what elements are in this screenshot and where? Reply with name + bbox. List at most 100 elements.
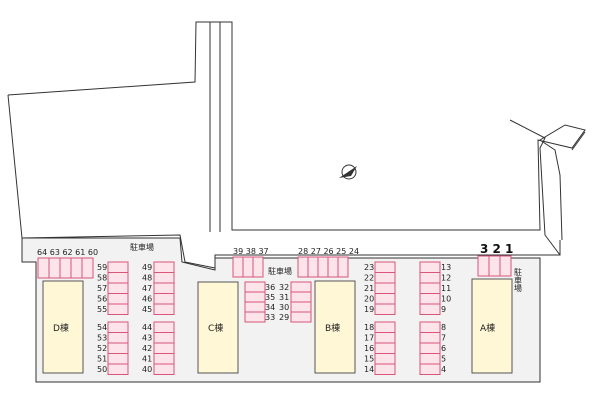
stall-top-c	[232, 256, 244, 278]
stall-number-33: 33	[265, 313, 275, 322]
stall-49	[153, 261, 175, 273]
property-outline-right2	[571, 131, 586, 151]
stall-51	[107, 353, 129, 365]
building-a: A棟	[471, 278, 513, 374]
stall-top-a	[477, 255, 490, 277]
stall-11	[419, 282, 441, 294]
stall-number-50: 50	[97, 365, 107, 374]
stall-number-49: 49	[142, 263, 152, 272]
stall-number-53: 53	[97, 334, 107, 343]
building-c: C棟	[197, 281, 239, 374]
stall-56	[107, 293, 129, 305]
stall-number-46: 46	[142, 295, 152, 304]
building-c-label: C棟	[208, 322, 223, 334]
stall-numbers-28-24: 28 27 26 25 24	[298, 247, 359, 256]
stall-number-48: 48	[142, 274, 152, 283]
building-d: D棟	[42, 280, 84, 374]
stall-9	[419, 303, 441, 315]
stall-top-a	[488, 255, 501, 277]
stall-top-left	[37, 257, 50, 279]
parking-label-top: 駐車場	[130, 242, 154, 252]
stall-57	[107, 282, 129, 294]
stall-top-c	[242, 256, 254, 278]
stall-number-14: 14	[364, 365, 374, 374]
stall-group-3-1	[477, 255, 512, 277]
stall-45	[153, 303, 175, 315]
stall-44	[153, 321, 175, 333]
stall-number-51: 51	[97, 355, 107, 364]
parking-label-mid: 駐車場	[268, 266, 292, 276]
stall-number-45: 45	[142, 305, 152, 314]
stall-number-5: 5	[441, 355, 446, 364]
stall-number-17: 17	[364, 334, 374, 343]
stall-41	[153, 353, 175, 365]
stall-number-20: 20	[364, 295, 374, 304]
stall-top-b	[317, 256, 329, 278]
stall-numbers-64-60: 64 63 62 61 60	[37, 248, 98, 257]
stall-47	[153, 282, 175, 294]
stall-22	[374, 272, 396, 284]
stall-18	[374, 321, 396, 333]
building-b-label: B棟	[325, 322, 340, 334]
stall-number-22: 22	[364, 274, 374, 283]
stall-number-15: 15	[364, 355, 374, 364]
stall-number-40: 40	[142, 365, 152, 374]
stall-number-29: 29	[279, 313, 289, 322]
stall-13	[419, 261, 441, 273]
building-b: B棟	[314, 280, 356, 374]
building-d-label: D棟	[53, 322, 69, 334]
stall-number-58: 58	[97, 274, 107, 283]
building-a-label: A棟	[480, 322, 495, 334]
stall-number-11: 11	[441, 284, 451, 293]
stall-group-28-24	[297, 256, 349, 278]
stall-number-35: 35	[265, 293, 275, 302]
stall-number-31: 31	[279, 293, 289, 302]
stall-12	[419, 272, 441, 284]
stall-21	[374, 282, 396, 294]
stall-number-56: 56	[97, 295, 107, 304]
stall-number-55: 55	[97, 305, 107, 314]
stall-23	[374, 261, 396, 273]
stall-number-18: 18	[364, 323, 374, 332]
stall-54	[107, 321, 129, 333]
stall-number-36: 36	[265, 283, 275, 292]
stall-30	[290, 301, 312, 313]
stall-4	[419, 363, 441, 375]
stall-10	[419, 293, 441, 305]
stall-6	[419, 342, 441, 354]
stall-20	[374, 293, 396, 305]
stall-number-32: 32	[279, 283, 289, 292]
stall-36	[244, 281, 266, 293]
stall-number-4: 4	[441, 365, 446, 374]
stall-19	[374, 303, 396, 315]
stall-top-left	[81, 257, 94, 279]
stall-46	[153, 293, 175, 305]
stall-top-left	[70, 257, 83, 279]
stall-number-30: 30	[279, 303, 289, 312]
stall-48	[153, 272, 175, 284]
stall-number-16: 16	[364, 344, 374, 353]
stall-number-57: 57	[97, 284, 107, 293]
stall-34	[244, 301, 266, 313]
stall-number-23: 23	[364, 263, 374, 272]
stall-59	[107, 261, 129, 273]
stall-50	[107, 363, 129, 375]
stall-number-10: 10	[441, 295, 451, 304]
stall-31	[290, 291, 312, 303]
stall-number-59: 59	[97, 263, 107, 272]
stall-group-39-37	[232, 256, 264, 278]
stall-16	[374, 342, 396, 354]
stall-top-left	[48, 257, 61, 279]
stall-top-b	[307, 256, 319, 278]
stall-numbers-39-37: 39 38 37	[233, 247, 269, 256]
parking-lot	[21, 237, 541, 383]
stall-number-54: 54	[97, 323, 107, 332]
stall-number-43: 43	[142, 334, 152, 343]
stall-top-b	[327, 256, 339, 278]
stall-number-9: 9	[441, 305, 446, 314]
property-outline	[7, 21, 586, 241]
stall-number-44: 44	[142, 323, 152, 332]
stall-15	[374, 353, 396, 365]
